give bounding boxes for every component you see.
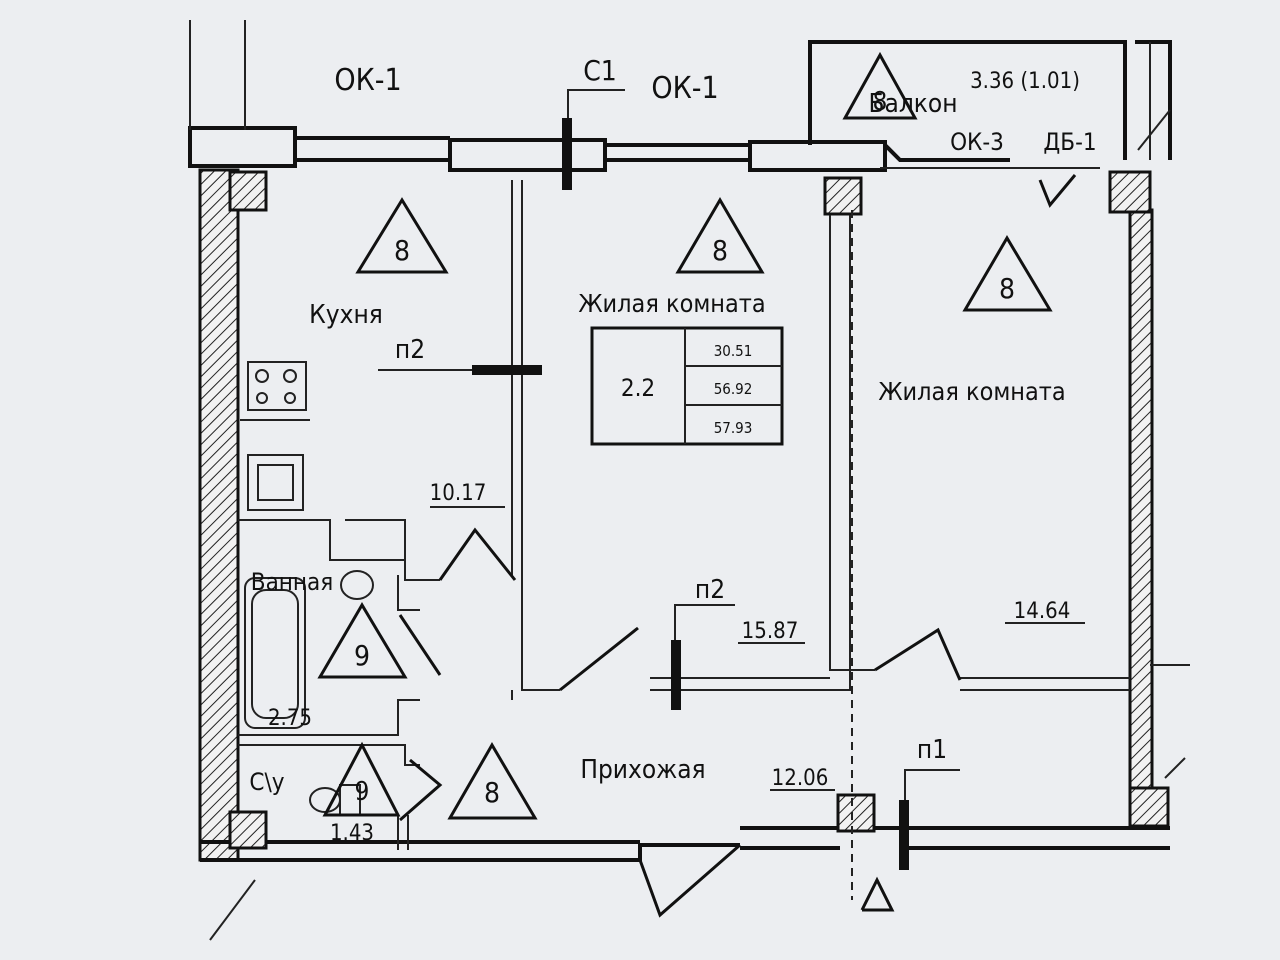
tag-triangle-bath xyxy=(317,602,408,679)
tag-wc: 9 xyxy=(355,777,370,807)
area-underlines xyxy=(430,506,1085,791)
bath-area: 2.75 xyxy=(268,706,312,731)
window-ok1-right: ОК-1 xyxy=(651,71,718,106)
tag-kitchen: 8 xyxy=(394,234,410,267)
apartment-area-table: 2.2 30.51 56.92 57.93 xyxy=(590,326,784,446)
tag-bath: 9 xyxy=(354,639,370,672)
doors xyxy=(398,174,1077,918)
tag-triangle-wc xyxy=(322,741,401,817)
living-right-name: Жилая комната xyxy=(878,377,1065,406)
living-center-name: Жилая комната xyxy=(578,289,765,318)
balcony-name: Балкон xyxy=(868,89,957,119)
tag-triangle-center xyxy=(675,197,765,274)
labels: ОК-1 ОК-1 С1 3.36 (1.01) Балкон ОК-3 ДБ-… xyxy=(249,54,1096,846)
living-right-area: 14.64 xyxy=(1014,599,1071,624)
hall-area: 12.06 xyxy=(772,766,829,791)
partitions xyxy=(238,180,1130,850)
hall-name: Прихожая xyxy=(580,755,705,785)
bath-name: Ванная xyxy=(251,568,334,596)
wc-name: С\у xyxy=(249,768,284,796)
tag-living-right: 8 xyxy=(999,272,1015,305)
tag-triangle-kitchen xyxy=(355,197,449,274)
section-p2-kitchen: п2 xyxy=(395,335,425,365)
area-total: 56.92 xyxy=(714,380,753,398)
kitchen-name: Кухня xyxy=(309,300,383,330)
balcony xyxy=(808,40,1172,169)
section-p2-center: п2 xyxy=(695,575,725,605)
tag-hall: 8 xyxy=(484,776,500,809)
columns xyxy=(228,170,1170,850)
tag-triangle-right xyxy=(962,235,1053,312)
living-center-area: 15.87 xyxy=(742,619,799,644)
wc-area: 1.43 xyxy=(330,821,374,846)
tag-triangle-balcony xyxy=(842,51,918,120)
tag-living-center: 8 xyxy=(712,234,728,267)
area-total-with-balcony: 57.93 xyxy=(714,419,753,437)
exterior-walls xyxy=(188,20,1170,941)
section-markers xyxy=(378,89,1190,912)
section-c1: С1 xyxy=(583,54,617,87)
section-p1: п1 xyxy=(917,735,947,765)
tag-triangle-hall xyxy=(447,742,538,820)
area-living: 30.51 xyxy=(714,342,753,360)
apartment-type: 2.2 xyxy=(621,374,655,402)
room-tags: 8 8 8 8 9 9 8 xyxy=(317,51,1053,820)
door-db1: ДБ-1 xyxy=(1043,128,1096,156)
window-ok3: ОК-3 xyxy=(950,128,1004,156)
tag-balcony: 8 xyxy=(873,87,888,117)
kitchen-area: 10.17 xyxy=(430,481,487,506)
window-ok1-left: ОК-1 xyxy=(334,63,401,98)
balcony-area: 3.36 (1.01) xyxy=(970,69,1080,94)
